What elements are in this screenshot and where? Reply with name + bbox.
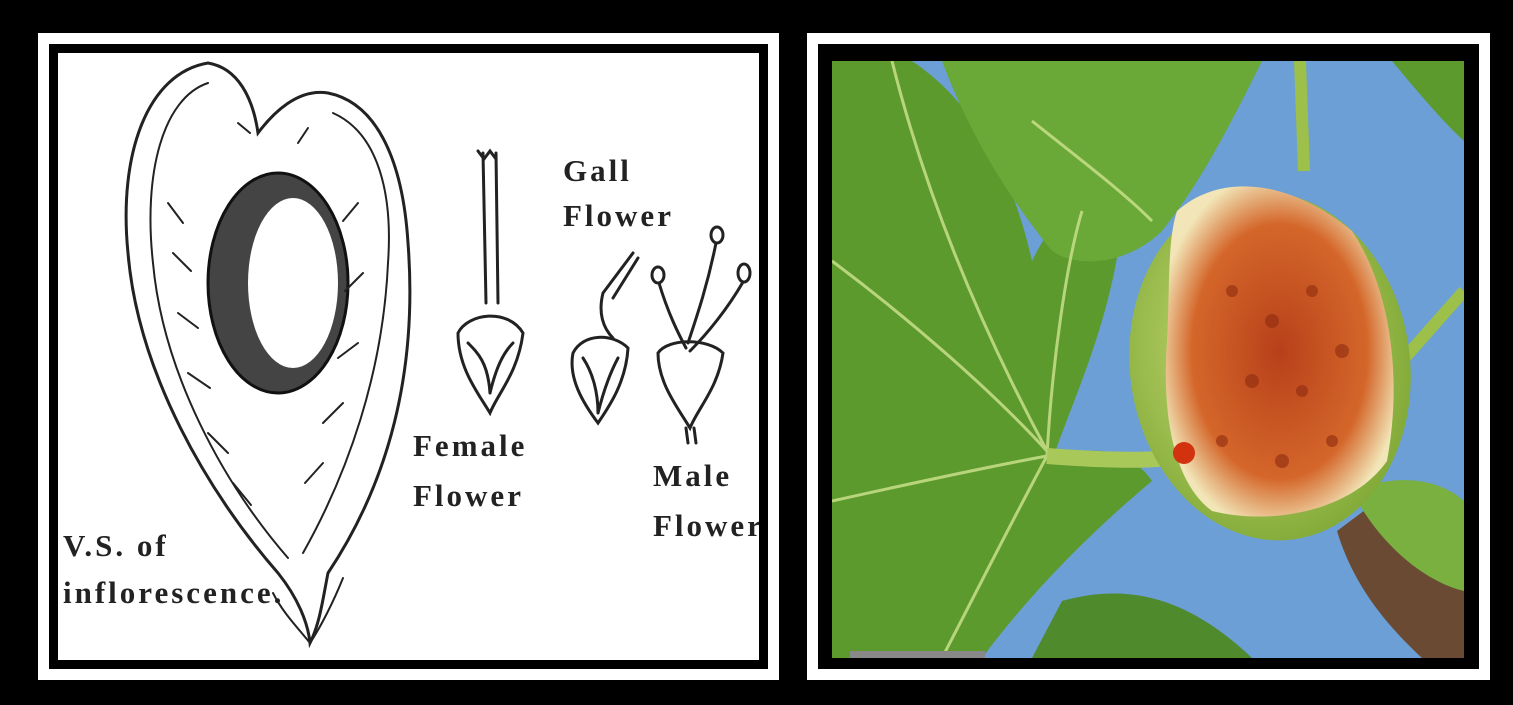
fig-photo xyxy=(832,61,1464,658)
fig-diagram-drawing xyxy=(58,53,759,660)
male-label-line1: Male xyxy=(653,458,732,494)
watermark-strip xyxy=(850,651,985,658)
male-label-line2: Flower xyxy=(653,508,759,544)
vs-label-line2: inflorescence. xyxy=(63,575,284,611)
gall-label-line1: Gall xyxy=(563,153,632,189)
fig-photo-panel xyxy=(832,61,1464,658)
gall-flower-drawing xyxy=(572,253,638,423)
female-label-line1: Female xyxy=(413,428,527,464)
female-flower-drawing xyxy=(458,151,523,413)
gall-label-line2: Flower xyxy=(563,198,674,234)
right-frame-border xyxy=(818,44,1479,669)
female-label-line2: Flower xyxy=(413,478,524,514)
vs-label-line1: V.S. of xyxy=(63,528,169,564)
left-frame-border: Gall Flower Female Flower Male Flower V.… xyxy=(49,44,768,669)
left-frame: Gall Flower Female Flower Male Flower V.… xyxy=(38,33,779,680)
fig-diagram-panel: Gall Flower Female Flower Male Flower V.… xyxy=(58,53,759,660)
male-flower-drawing xyxy=(652,227,750,443)
right-frame xyxy=(807,33,1490,680)
